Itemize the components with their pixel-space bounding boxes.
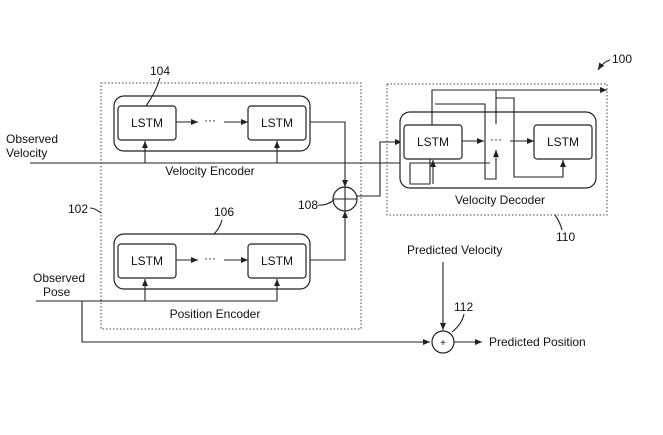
encoder-group-leader: [89, 207, 102, 214]
position-encoder-lstm-n: [247, 243, 307, 279]
velocity-decoder-ref: 110: [556, 230, 575, 244]
lstm-label: LSTM: [131, 254, 163, 268]
velocity-decoder-box: [386, 83, 608, 216]
position-encoder-lstm-1: [117, 243, 177, 279]
observed-pose-label-2: Pose: [43, 285, 71, 299]
velocity-encoder-ref: 104: [150, 64, 170, 78]
adder-symbol: +: [440, 338, 446, 349]
predicted-velocity-label: Predicted Velocity: [407, 243, 502, 257]
observed-velocity-label-1: Observed: [6, 132, 58, 146]
position-encoder-title: Position Encoder: [170, 307, 261, 321]
encoder-group-box: [100, 82, 362, 330]
velocity-decoder-title: Velocity Decoder: [455, 193, 545, 207]
combiner-ref: 108: [298, 198, 318, 212]
observed-velocity-label-2: Velocity: [6, 146, 47, 160]
position-encoder-ref: 106: [214, 205, 234, 219]
ellipsis: ···: [204, 113, 216, 127]
velocity-encoder-title: Velocity Encoder: [165, 164, 254, 178]
combiner-leader: [317, 199, 335, 206]
pose-to-adder-line: [81, 301, 430, 345]
velocity-encoder-lstm-1: [117, 105, 177, 141]
velocity-encoder-leader: [145, 77, 161, 107]
lstm-label: LSTM: [261, 254, 293, 268]
encoder-group-ref: 102: [68, 202, 88, 216]
lstm-label: LSTM: [261, 116, 293, 130]
lstm-label: LSTM: [547, 135, 579, 149]
figure-ref-100: 100: [612, 52, 632, 66]
velocity-encoder: LSTM LSTM ··· Velocity Encoder 104: [113, 64, 311, 178]
predicted-position-label: Predicted Position: [489, 335, 586, 349]
figure-ref-arrow: [597, 59, 611, 71]
velocity-encoder-lstm-n: [247, 105, 307, 141]
observed-pose-label-1: Observed: [33, 271, 85, 285]
position-encoder-leader: [213, 219, 223, 235]
velocity-decoder-leader: [554, 214, 563, 231]
position-encoder: LSTM LSTM ··· Position Encoder 106: [113, 205, 311, 321]
ellipsis: ···: [490, 132, 502, 146]
velocity-decoder-lstm-n: [533, 124, 593, 160]
velocity-decoder-lstm-1: [403, 124, 463, 160]
lstm-label: LSTM: [417, 135, 449, 149]
adder-ref: 112: [454, 300, 473, 314]
lstm-label: LSTM: [131, 116, 163, 130]
velocity-decoder: LSTM LSTM ··· Velocity Decoder: [399, 87, 607, 207]
adder-leader: [451, 313, 465, 333]
ellipsis: ···: [204, 251, 216, 265]
